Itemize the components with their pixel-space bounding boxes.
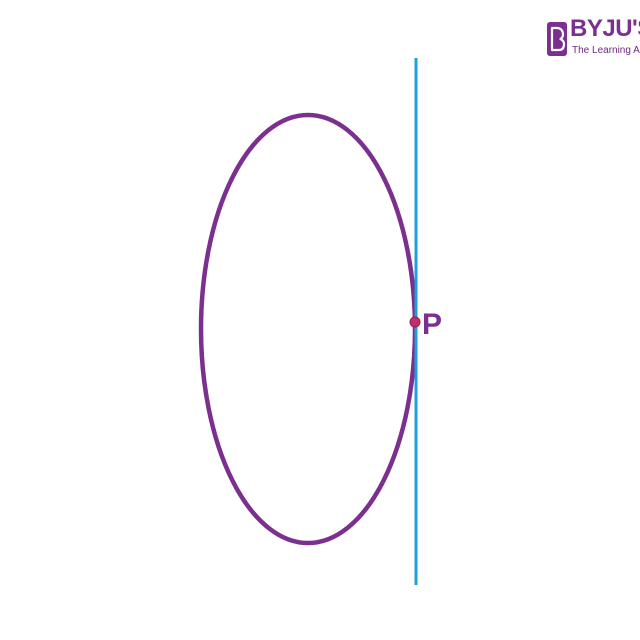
logo-tagline: The Learning App — [572, 45, 640, 56]
point-of-tangency — [409, 316, 421, 328]
point-label: P — [422, 308, 442, 341]
byjus-logo-icon — [547, 22, 567, 56]
logo-name: BYJU'S — [570, 15, 640, 42]
closed-curve — [198, 112, 418, 546]
byjus-logo: BYJU'S The Learning App — [546, 14, 640, 64]
